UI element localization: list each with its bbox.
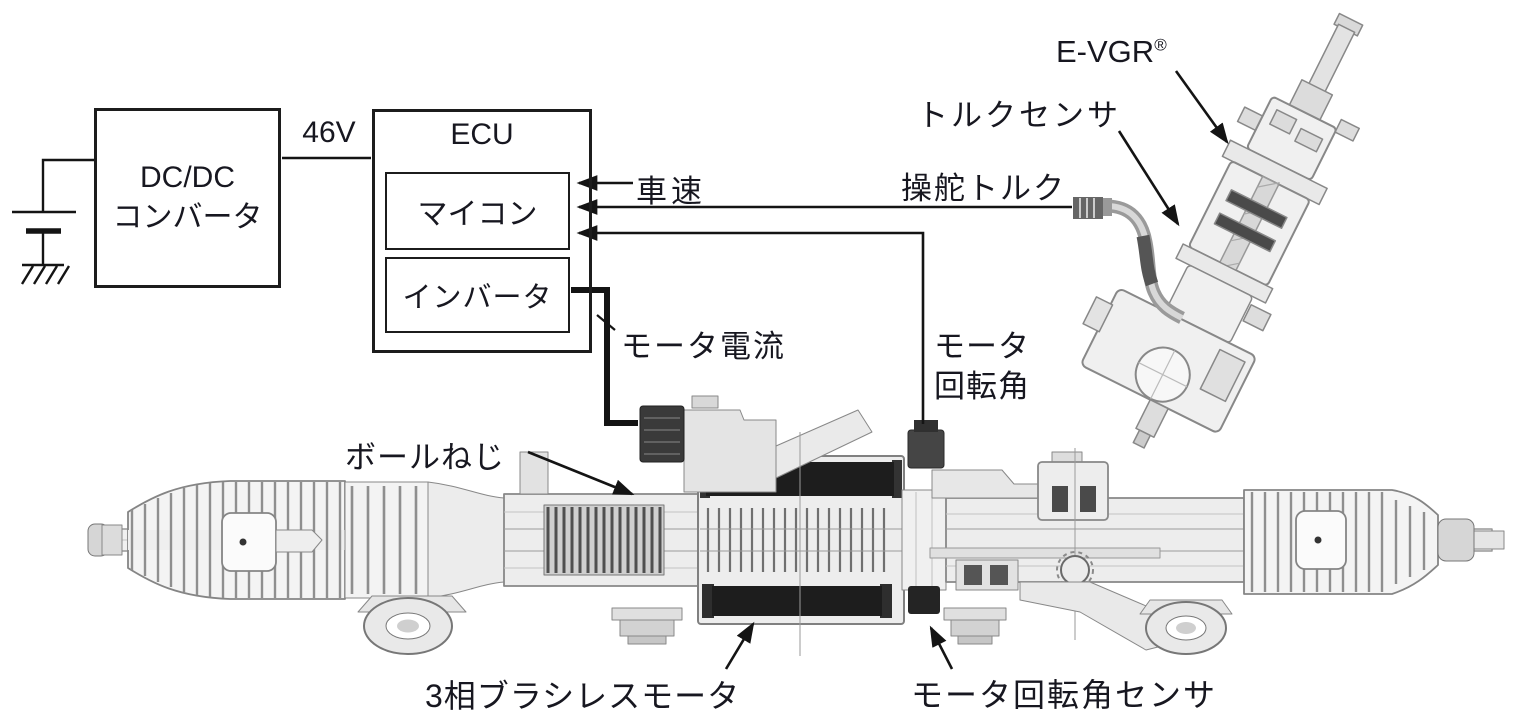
dcdc-converter-block: DC/DC コンバータ xyxy=(94,108,281,288)
ecu-title: ECU xyxy=(450,118,514,151)
left-inner-ball-joint xyxy=(221,512,277,572)
arrow-angle-sensor xyxy=(929,625,954,670)
motor-current-pointer xyxy=(596,314,616,331)
microcomputer-label: マイコン xyxy=(417,198,538,231)
pinion-gear-housing xyxy=(955,448,1179,651)
steering-rack-drawing xyxy=(87,395,1505,656)
dcdc-label-line1: DC/DC xyxy=(140,161,235,194)
evgr-text: E-VGR xyxy=(1056,34,1155,69)
registered-mark: ® xyxy=(1154,35,1167,55)
inverter-label: インバータ xyxy=(402,282,553,314)
steering-torque-label: 操舵トルク xyxy=(901,171,1066,206)
motor-rotation-angle-sensor-label: モータ回転角センサ xyxy=(911,677,1218,713)
hose-fitting xyxy=(1073,197,1103,219)
right-tie-rod-tip xyxy=(1437,518,1475,562)
arrow-evgr xyxy=(1174,70,1229,145)
right-bellows-boot xyxy=(1243,489,1439,595)
battery-ground-symbol xyxy=(12,158,94,285)
vehicle-speed-label: 車速 xyxy=(636,174,706,209)
left-mount-bushing xyxy=(357,595,467,655)
torque-sensor-ring-1 xyxy=(1225,189,1288,230)
arrow-torque-sensor xyxy=(1117,130,1180,227)
voltage-label: 46V xyxy=(302,116,356,149)
left-bellows-boot xyxy=(127,480,429,600)
ball-screw-section xyxy=(543,504,665,576)
arrow-ball-screw xyxy=(527,450,635,496)
steering-column-drawing xyxy=(1081,12,1364,449)
motor-angle-sensor xyxy=(908,586,940,614)
motor-stator-bottom xyxy=(712,586,882,616)
torque-sensor-hose xyxy=(1073,197,1185,324)
motor-rotation-angle-line1: モータ xyxy=(934,329,1030,364)
motor-rotation-angle-label: モータ 回転角 xyxy=(934,327,1030,407)
right-mount-bushing xyxy=(1139,599,1233,655)
torque-sensor-label: トルクセンサ xyxy=(917,98,1121,133)
right-foot xyxy=(943,607,1007,645)
left-foot xyxy=(611,607,683,645)
motor-angle-sensor-connector xyxy=(907,420,945,469)
torque-sensor-ring-2 xyxy=(1213,212,1277,253)
brushless-motor-section xyxy=(697,455,905,625)
wire-motor-rotation-angle xyxy=(576,225,925,424)
microcomputer-block: マイコン xyxy=(385,172,570,250)
inverter-block: インバータ xyxy=(385,257,570,333)
evgr-label: E-VGR® xyxy=(1056,34,1167,70)
arrow-brushless-motor xyxy=(724,621,755,670)
motor-current-label: モータ電流 xyxy=(621,329,786,364)
dcdc-label-line2: コンバータ xyxy=(112,201,263,234)
brushless-motor-label: 3相ブラシレスモータ xyxy=(425,678,741,714)
motor-rotation-angle-line2: 回転角 xyxy=(934,369,1030,404)
ball-screw-label: ボールねじ xyxy=(345,440,505,475)
